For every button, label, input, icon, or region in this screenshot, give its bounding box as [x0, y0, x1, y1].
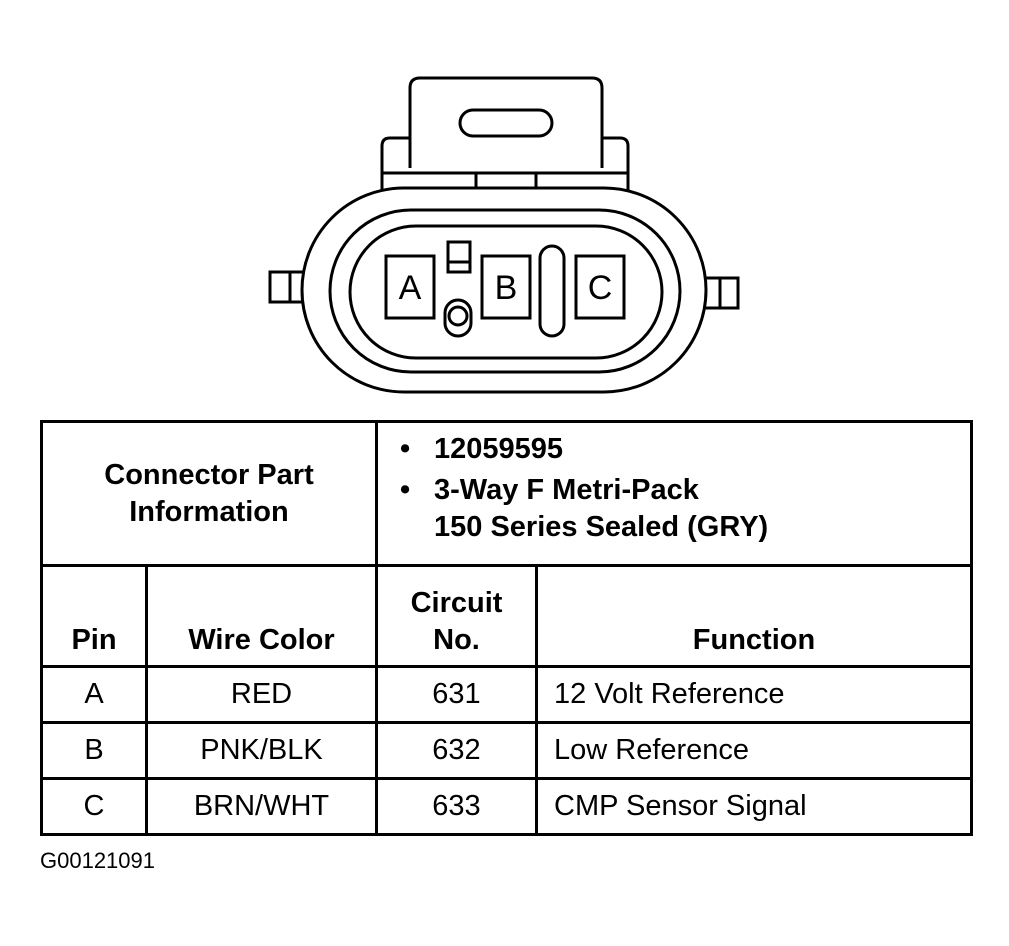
row-pin: A: [40, 665, 148, 724]
latch-slot: [458, 108, 554, 138]
row-pin: C: [40, 777, 148, 836]
row-function: 12 Volt Reference: [535, 665, 973, 724]
figure-id: G00121091: [40, 848, 155, 873]
connector-face-diagram: A B C: [268, 76, 740, 394]
pin-a-cavity: [384, 254, 436, 320]
header-row: Pin Wire Color Circuit No. Function: [40, 564, 973, 668]
pin-b-label: B: [495, 269, 518, 307]
pin-b-cavity: [480, 254, 532, 320]
table-row: A RED 631 12 Volt Reference: [40, 665, 973, 724]
part-info-label: Connector Part Information: [40, 420, 378, 567]
connector-housing-outer: [300, 186, 708, 394]
row-circuit: 631: [375, 665, 538, 724]
header-wire-color: Wire Color: [145, 564, 378, 668]
header-pin: Pin: [40, 564, 148, 668]
row-pin: B: [40, 721, 148, 780]
header-circuit-no: Circuit No.: [375, 564, 538, 668]
key-square: [446, 240, 472, 274]
pin-c-cavity: [574, 254, 626, 320]
row-wire-color: PNK/BLK: [145, 721, 378, 780]
header-function: Function: [535, 564, 973, 668]
connector-pinout-table: Connector Part Information 12059595 3-Wa…: [40, 420, 973, 836]
key-slot: [538, 244, 566, 338]
row-wire-color: RED: [145, 665, 378, 724]
part-description-line1: 3-Way F Metri-Pack: [400, 472, 970, 509]
key-round: [443, 298, 473, 338]
connector-housing-inner: [348, 224, 664, 360]
row-function: Low Reference: [535, 721, 973, 780]
part-number: 12059595: [400, 431, 970, 468]
row-circuit: 632: [375, 721, 538, 780]
connector-housing-mid: [328, 208, 682, 374]
part-info-row: Connector Part Information 12059595 3-Wa…: [40, 420, 973, 567]
pin-a-label: A: [399, 269, 422, 307]
left-tab: [268, 270, 306, 304]
table-row: B PNK/BLK 632 Low Reference: [40, 721, 973, 780]
connector-latch: [408, 76, 604, 168]
part-description-line2: 150 Series Sealed (GRY): [434, 511, 769, 543]
row-circuit: 633: [375, 777, 538, 836]
row-function: CMP Sensor Signal: [535, 777, 973, 836]
row-wire-color: BRN/WHT: [145, 777, 378, 836]
part-info-value: 12059595 3-Way F Metri-Pack 150 Series S…: [375, 420, 973, 567]
pin-c-label: C: [588, 269, 613, 307]
latch-shoulder: [380, 136, 630, 195]
table-row: C BRN/WHT 633 CMP Sensor Signal: [40, 777, 973, 836]
